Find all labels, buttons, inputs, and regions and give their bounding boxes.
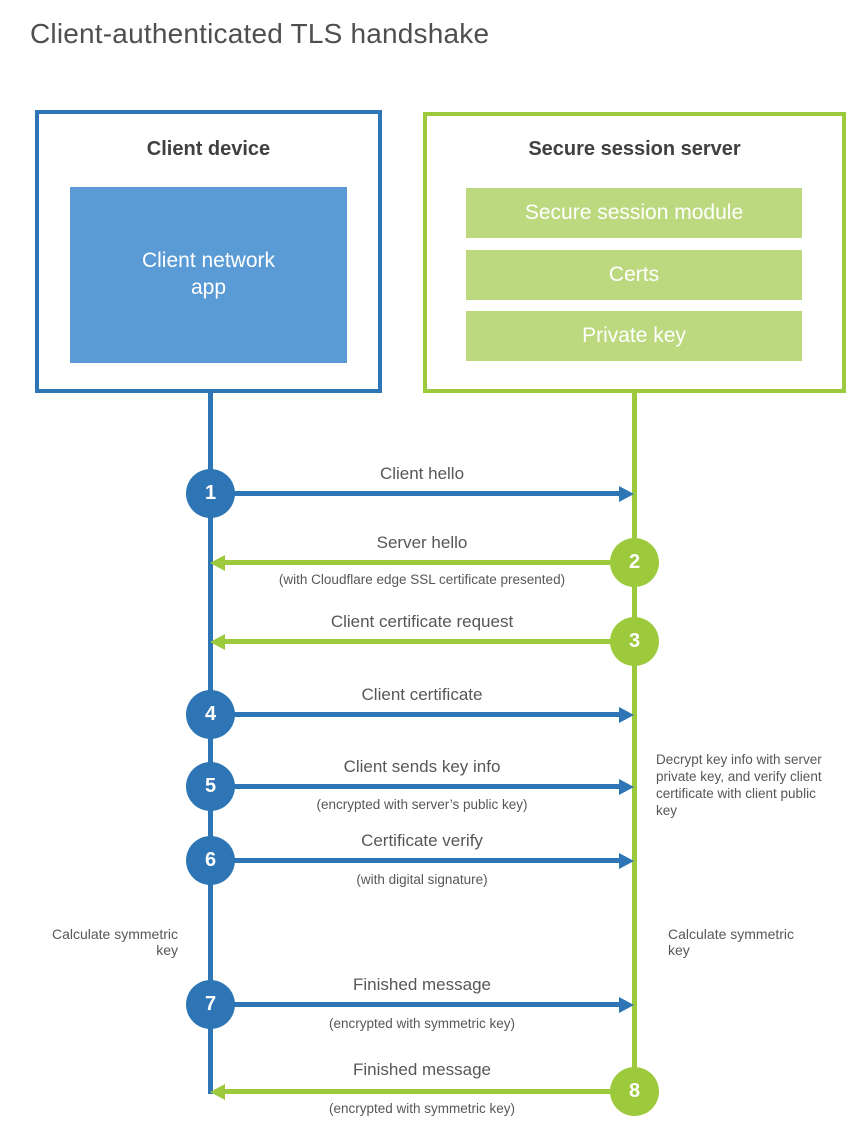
calculate-symmetric-key-note-client: Calculate symmetric key (51, 926, 178, 958)
message-label: Client certificate request (330, 612, 514, 631)
calculate-symmetric-key-note-server: Calculate symmetric key (668, 926, 795, 958)
server-module-certs: Certs (466, 250, 802, 300)
message-sublabel: (with Cloudflare edge SSL certificate pr… (278, 572, 566, 587)
arrowhead-right-icon (619, 486, 634, 502)
arrowhead-right-icon (619, 779, 634, 795)
arrowhead-left-icon (210, 555, 225, 571)
step-number-badge: 7 (186, 980, 235, 1029)
message-label: Server hello (376, 533, 468, 552)
message-sublabel: (encrypted with symmetric key) (328, 1101, 516, 1116)
step-number-badge: 5 (186, 762, 235, 811)
step-number-badge: 2 (610, 538, 659, 587)
arrow-shaft (228, 712, 619, 717)
arrow-shaft (224, 1089, 614, 1094)
arrow-shaft (224, 639, 614, 644)
client-device-header: Client device (146, 138, 271, 160)
message-label: Certificate verify (361, 831, 483, 850)
arrowhead-left-icon (210, 634, 225, 650)
step-number-badge: 8 (610, 1067, 659, 1116)
message-sublabel: (with digital signature) (356, 872, 488, 887)
step-number-badge: 3 (610, 617, 659, 666)
server-module-secure-session-module: Secure session module (466, 188, 802, 238)
step-number-badge: 1 (186, 469, 235, 518)
client-network-app-box: Client network app (70, 187, 347, 363)
message-sublabel: (encrypted with symmetric key) (328, 1016, 516, 1031)
server-module-private-key: Private key (466, 311, 802, 361)
secure-session-server-header: Secure session server (528, 138, 741, 160)
decrypt-key-info-note: Decrypt key info with server private key… (656, 752, 822, 818)
arrow-shaft (228, 1002, 619, 1007)
arrowhead-left-icon (210, 1084, 225, 1100)
arrowhead-right-icon (619, 997, 634, 1013)
arrow-shaft (228, 858, 619, 863)
arrow-shaft (224, 560, 614, 565)
server-lifeline (632, 391, 637, 1092)
message-label: Client sends key info (343, 757, 501, 776)
message-label: Finished message (353, 1060, 491, 1079)
arrow-shaft (228, 784, 619, 789)
step-number-badge: 6 (186, 836, 235, 885)
arrowhead-right-icon (619, 853, 634, 869)
message-label: Finished message (353, 975, 491, 994)
step-number-badge: 4 (186, 690, 235, 739)
message-sublabel: (encrypted with server’s public key) (316, 797, 528, 812)
message-label: Client hello (379, 464, 465, 483)
diagram-title: Client-authenticated TLS handshake (30, 18, 490, 49)
client-lifeline (208, 391, 213, 1094)
arrow-shaft (228, 491, 619, 496)
message-label: Client certificate (361, 685, 483, 704)
arrowhead-right-icon (619, 707, 634, 723)
